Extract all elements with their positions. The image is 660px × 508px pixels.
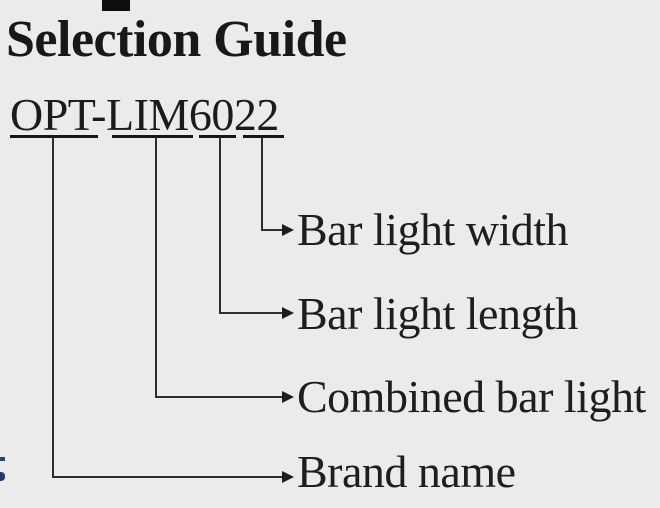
callout-combined-bar-light: Combined bar light [297,371,646,422]
arrowhead-icon [282,471,294,483]
code-segment-underline-series [112,135,193,138]
clipped-glyph-fragment [0,472,5,481]
connector-line-brand [52,137,54,478]
connector-line-width-horizontal [261,229,283,231]
connector-line-brand-horizontal [52,476,283,478]
callout-bar-light-width: Bar light width [297,204,569,255]
connector-line-series-horizontal [155,396,283,398]
clipped-glyph-fragment [0,457,5,461]
callout-bar-light-length: Bar light length [297,288,578,339]
callout-brand-name: Brand name [297,446,516,497]
arrowhead-icon [282,307,294,319]
connector-line-length [219,137,221,314]
connector-line-series [155,137,157,397]
code-segment-underline-length [199,135,236,138]
arrowhead-icon [282,224,294,236]
clipped-content-fragment [102,0,130,11]
code-segment-underline-width [243,135,284,138]
page-title: Selection Guide [6,11,347,68]
model-code: OPT-LIM6022 [10,89,279,140]
connector-line-length-horizontal [219,312,283,314]
connector-line-width [261,137,263,231]
code-segment-underline-brand [10,135,98,138]
arrowhead-icon [282,391,294,403]
